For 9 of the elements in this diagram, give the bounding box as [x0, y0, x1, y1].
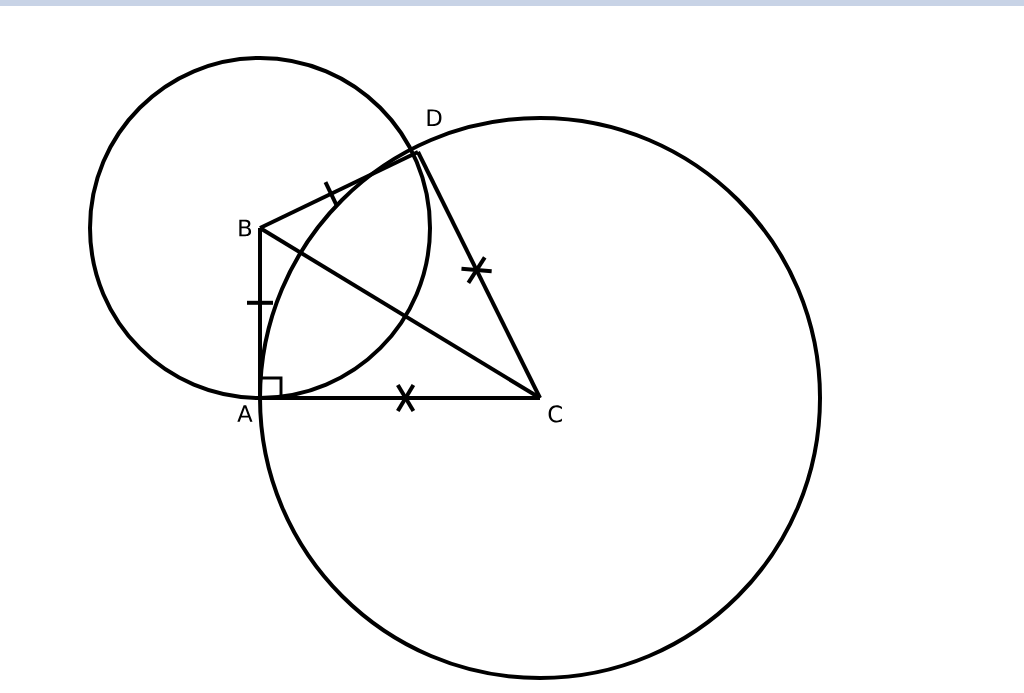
- line-segment: [260, 396, 540, 400]
- line-segment: [258, 226, 542, 400]
- point-label: C: [548, 405, 562, 423]
- point-label: B: [239, 219, 252, 237]
- line-segment: [416, 151, 542, 399]
- line-segment: [259, 150, 419, 230]
- line-segment: [258, 228, 262, 398]
- point-label: A: [237, 405, 253, 422]
- point-label: D: [427, 109, 442, 126]
